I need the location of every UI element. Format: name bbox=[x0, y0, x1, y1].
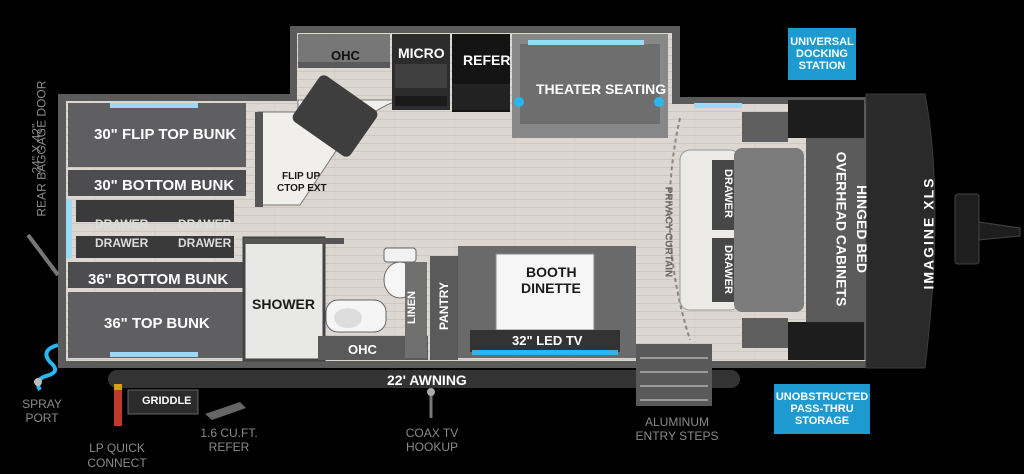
ohc-cabinet bbox=[298, 34, 390, 62]
drawer-label-1: DRAWER bbox=[95, 217, 149, 231]
refer-ext-label-2: REFER bbox=[208, 440, 250, 454]
bottom-bunk-36-label: 36" BOTTOM BUNK bbox=[88, 271, 229, 288]
ohc-bath-label: OHC bbox=[348, 342, 377, 357]
dinette-shape bbox=[458, 246, 636, 358]
spray-port-label-1: SPRAY bbox=[22, 397, 62, 411]
refer-ext-label-1: 1.6 CU.FT. bbox=[200, 426, 258, 440]
hitch bbox=[954, 193, 1021, 265]
booth-dinette-label-1: BOOTH bbox=[526, 264, 577, 280]
drawer-bed-label-1: DRAWER bbox=[721, 169, 734, 218]
flip-up-ext-label-1: FLIP UP bbox=[282, 171, 321, 182]
docking-line-2: DOCKING bbox=[796, 47, 848, 60]
brand-logo: IMAGINE XLS bbox=[920, 176, 937, 290]
pass-thru-storage-callout: UNOBSTRUCTED PASS-THRU STORAGE bbox=[774, 384, 870, 434]
lp-connect-icon bbox=[114, 390, 122, 426]
rear-baggage-door-label-2: REAR BAGGAGE DOOR bbox=[34, 80, 49, 217]
passthru-line-2: PASS-THRU bbox=[790, 402, 854, 415]
theater-seating-shape bbox=[512, 34, 668, 138]
pantry-label: PANTRY bbox=[437, 282, 451, 330]
drawer-label-3: DRAWER bbox=[95, 236, 149, 250]
booth-dinette-label-2: DINETTE bbox=[521, 280, 581, 296]
entry-steps bbox=[636, 344, 712, 406]
bottom-bunk-30-label: 30" BOTTOM BUNK bbox=[94, 177, 235, 194]
hinged-bed-label: HINGED BED bbox=[853, 185, 870, 273]
bedroom bbox=[679, 100, 866, 360]
top-bunk-36-label: 36" TOP BUNK bbox=[104, 315, 210, 332]
exterior-refer-icon bbox=[205, 402, 246, 420]
passthru-line-1: UNOBSTRUCTED bbox=[775, 390, 869, 403]
coax-label-2: HOOKUP bbox=[405, 440, 458, 454]
drawer-label-2: DRAWER bbox=[178, 217, 232, 231]
privacy-curtain-line bbox=[668, 117, 691, 341]
shower-label: SHOWER bbox=[252, 296, 315, 312]
universal-docking-callout: UNIVERSAL DOCKING STATION bbox=[788, 28, 856, 80]
docking-line-3: STATION bbox=[798, 60, 846, 73]
spray-port-label-2: PORT bbox=[25, 411, 59, 425]
theater-seating-label: THEATER SEATING bbox=[536, 81, 667, 97]
refer-label: REFER bbox=[463, 52, 511, 68]
micro-label: MICRO bbox=[398, 45, 445, 61]
drawer-bed-label-2: DRAWER bbox=[721, 245, 734, 294]
overhead-cabinets-label: OVERHEAD CABINETS bbox=[833, 151, 850, 307]
flip-top-bunk-label: 30" FLIP TOP BUNK bbox=[94, 126, 237, 143]
drawer-label-4: DRAWER bbox=[178, 236, 232, 250]
flip-up-ext-label-2: CTOP EXT bbox=[277, 183, 327, 194]
entry-steps-label-1: ALUMINUM bbox=[644, 415, 709, 429]
privacy-curtain-label: PRIVACY CURTAIN bbox=[662, 186, 674, 278]
awning-label: 22' AWNING bbox=[387, 372, 467, 388]
front-cap bbox=[865, 93, 936, 369]
lp-quick-label-1: LP QUICK bbox=[89, 441, 145, 455]
coax-label-1: COAX TV bbox=[405, 426, 459, 440]
rear-door-line bbox=[26, 233, 60, 277]
docking-line-1: UNIVERSAL bbox=[790, 35, 854, 48]
passthru-line-3: STORAGE bbox=[794, 415, 850, 428]
awning-bar bbox=[108, 370, 740, 388]
linen-label: LINEN bbox=[406, 291, 418, 324]
griddle-label: GRIDDLE bbox=[142, 395, 192, 407]
bathroom bbox=[242, 236, 458, 362]
entry-steps-label-2: ENTRY STEPS bbox=[635, 429, 719, 443]
kitchen-sink bbox=[292, 75, 378, 157]
lp-quick-label-2: CONNECT bbox=[87, 456, 147, 470]
bunk-area bbox=[66, 103, 246, 358]
ohc-top-label: OHC bbox=[331, 48, 360, 63]
griddle-icon bbox=[127, 389, 199, 415]
led-tv-label: 32" LED TV bbox=[512, 333, 583, 348]
